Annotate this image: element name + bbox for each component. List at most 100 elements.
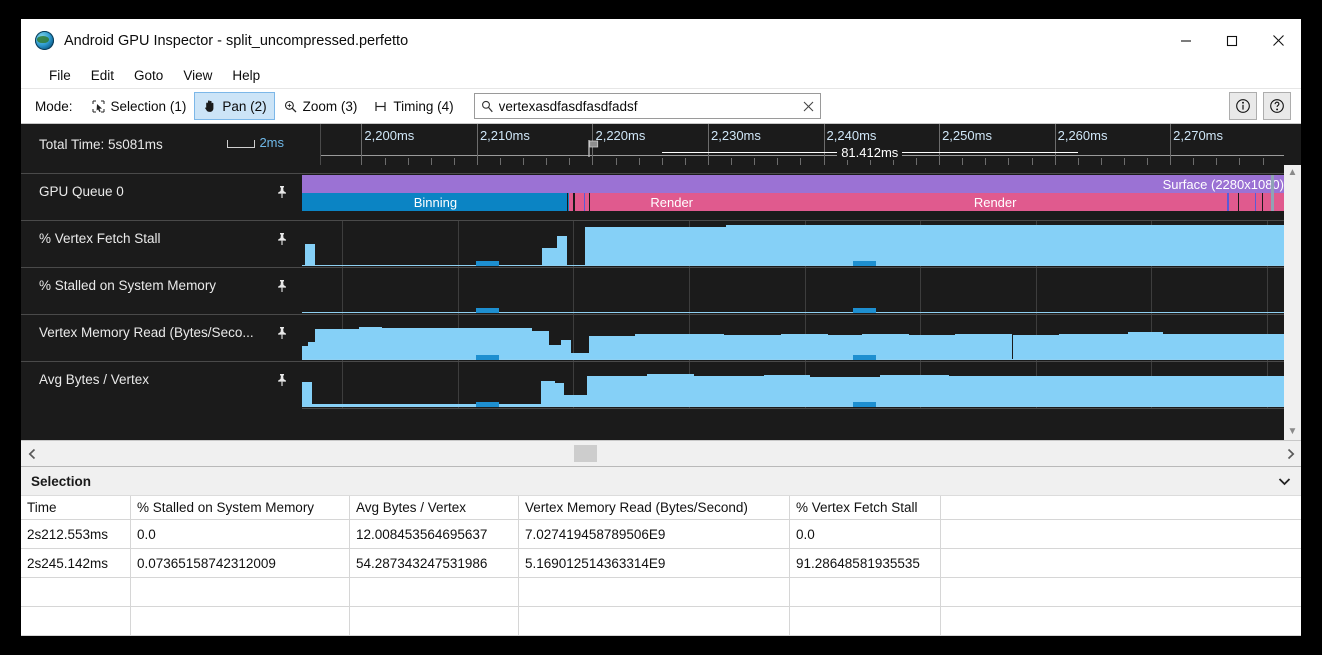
slice-render-bg[interactable] (568, 193, 1284, 211)
track-label-column: GPU Queue 0% Vertex Fetch Stall% Stalled… (21, 165, 302, 440)
menu-view[interactable]: View (183, 67, 213, 83)
track-content-0[interactable]: Surface (2280x1080)Binning Render Render (302, 173, 1284, 220)
selection-marker-1[interactable] (852, 261, 876, 266)
slice-render-label-2[interactable]: Render (973, 194, 1017, 210)
chevron-right-icon[interactable] (1279, 448, 1301, 460)
hscroll-thumb[interactable] (574, 445, 597, 462)
track-content-2[interactable] (302, 267, 1284, 314)
chart-gridline (1151, 267, 1153, 314)
track-label-0[interactable]: GPU Queue 0 (21, 173, 302, 220)
track-label-1[interactable]: % Vertex Fetch Stall (21, 220, 302, 267)
counter-bar (804, 375, 811, 407)
selection-marker-1[interactable] (852, 355, 876, 360)
selection-column-header[interactable]: % Vertex Fetch Stall (789, 496, 941, 520)
pin-icon[interactable] (276, 373, 288, 387)
track-chart-column[interactable]: Surface (2280x1080)Binning Render Render (302, 165, 1284, 440)
selection-marker-0[interactable] (476, 402, 500, 407)
counter-bar (642, 376, 648, 407)
timeline-flag-icon[interactable] (588, 140, 601, 157)
selection-marker-1[interactable] (852, 308, 876, 313)
slice-divider-2 (583, 193, 586, 211)
mode-button-zoom[interactable]: Zoom (3) (275, 92, 366, 120)
menu-help[interactable]: Help (232, 67, 261, 83)
track-label-3[interactable]: Vertex Memory Read (Bytes/Seco... (21, 314, 302, 361)
ruler-minor-tick (615, 158, 617, 165)
track-label-2[interactable]: % Stalled on System Memory (21, 267, 302, 314)
chart-gridline (573, 267, 575, 314)
track-label-4[interactable]: Avg Bytes / Vertex (21, 361, 302, 408)
menu-goto[interactable]: Goto (134, 67, 164, 83)
ruler-tick-label: 2,260ms (1057, 128, 1108, 143)
hand-icon (202, 99, 217, 114)
menu-edit[interactable]: Edit (90, 67, 115, 83)
chevron-left-icon[interactable] (21, 448, 43, 460)
table-cell: 5.169012514363314E9 (518, 548, 790, 578)
selection-marker-1[interactable] (852, 402, 876, 407)
chart-gridline (342, 220, 344, 267)
chart-gridline (1266, 267, 1268, 314)
table-row[interactable] (21, 577, 1301, 607)
mode-label-selection: Selection (1) (110, 98, 187, 114)
chevron-down-icon[interactable] (1278, 477, 1291, 486)
hscroll-track[interactable] (43, 441, 1279, 466)
table-row[interactable] (21, 606, 1301, 636)
search-box[interactable] (473, 93, 821, 119)
counter-bar (560, 339, 568, 360)
selection-column-header[interactable]: % Stalled on System Memory (130, 496, 350, 520)
slice-surface[interactable]: Surface (2280x1080) (302, 175, 1284, 193)
search-input[interactable] (496, 98, 798, 114)
track-content-4[interactable] (302, 361, 1284, 408)
selection-marker-0[interactable] (476, 261, 500, 266)
menu-file[interactable]: File (49, 67, 71, 83)
selection-column-header[interactable]: Vertex Memory Read (Bytes/Second) (518, 496, 790, 520)
chevron-down-icon[interactable]: ▼ (1287, 426, 1298, 437)
mode-button-timing[interactable]: Timing (4) (365, 92, 461, 120)
ruler-tick (708, 124, 710, 165)
counter-bar (302, 345, 308, 360)
horizontal-scrollbar[interactable] (21, 440, 1301, 466)
chevron-up-icon[interactable]: ▲ (1287, 167, 1298, 178)
counter-bar (358, 327, 378, 360)
help-icon[interactable] (1263, 92, 1291, 120)
selection-column-header[interactable] (940, 496, 1301, 520)
ruler-minor-tick (523, 158, 525, 165)
slice-render-label-1[interactable]: Render (650, 194, 693, 210)
info-icon[interactable] (1229, 92, 1257, 120)
slice-binning[interactable]: Binning (302, 193, 569, 211)
selection-header[interactable]: Selection (21, 467, 1301, 496)
mode-button-selection[interactable]: Selection (1) (83, 92, 195, 120)
counter-bar (764, 375, 805, 407)
track-content-1[interactable] (302, 220, 1284, 267)
pin-icon[interactable] (276, 185, 288, 199)
minimize-icon[interactable] (1163, 19, 1209, 62)
ruler-minor-tick (800, 158, 802, 165)
pin-icon[interactable] (276, 279, 288, 293)
counter-bar (541, 380, 555, 407)
clear-search-icon[interactable] (798, 101, 820, 112)
mode-button-pan[interactable]: Pan (2) (194, 92, 275, 120)
counter-bar (879, 375, 944, 407)
ruler-minor-tick (1100, 158, 1102, 165)
selection-column-header[interactable]: Avg Bytes / Vertex (349, 496, 519, 520)
counter-baseline (302, 359, 1284, 360)
ruler-minor-tick (384, 158, 386, 165)
pin-icon[interactable] (276, 232, 288, 246)
selection-marker-0[interactable] (476, 308, 500, 313)
ruler-minor-tick (1077, 158, 1079, 165)
vertical-scrollbar[interactable]: ▲ ▼ (1284, 165, 1301, 440)
selection-column-header[interactable]: Time (21, 496, 131, 520)
selection-marker-0[interactable] (476, 355, 500, 360)
maximize-icon[interactable] (1209, 19, 1255, 62)
counter-bar (557, 235, 567, 266)
chart-gridline (457, 361, 459, 408)
pin-icon[interactable] (276, 326, 288, 340)
counter-bar (725, 224, 1284, 266)
close-icon[interactable] (1255, 19, 1301, 62)
counter-bar (943, 375, 949, 407)
track-content-3[interactable] (302, 314, 1284, 361)
